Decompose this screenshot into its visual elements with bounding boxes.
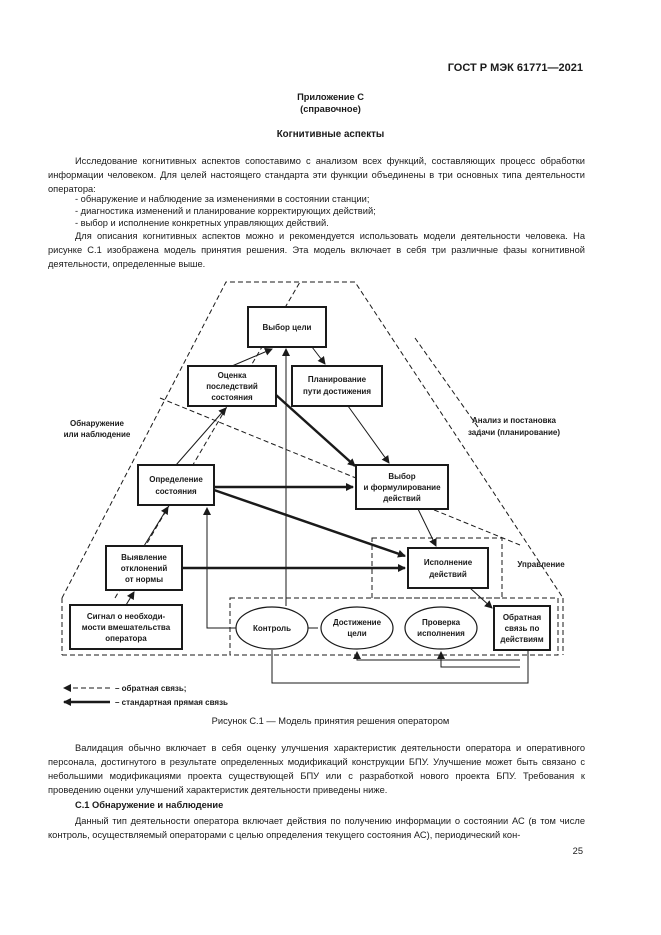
side-label-management: Управление xyxy=(517,560,565,569)
dashed-line xyxy=(159,397,521,546)
arrow-line xyxy=(437,651,520,668)
arrow-line xyxy=(469,587,493,609)
select-box: Выбор и формулирование действий xyxy=(355,464,449,510)
execute-box-label: Исполнение xyxy=(424,558,473,567)
arrow-line xyxy=(271,650,529,684)
signal-box: Сигнал о необходи- мости вмешательства о… xyxy=(69,604,183,650)
achieve-oval-label: цели xyxy=(347,629,366,638)
arrow-line xyxy=(311,346,326,365)
detect-box-label: отклонений xyxy=(121,564,168,573)
arrow-line xyxy=(143,506,169,547)
goal-box-label: Выбор цели xyxy=(263,323,312,332)
legend-direct-label: – стандартная прямая связь xyxy=(115,698,228,707)
check-oval-label: Проверка xyxy=(422,618,461,627)
assess-box-label: последствий xyxy=(206,382,258,391)
feedback-box-label: Обратная xyxy=(503,613,542,622)
arrow-line xyxy=(353,651,520,661)
bullet-item: - обнаружение и наблюдение за изменениям… xyxy=(75,194,370,204)
select-box-label: и формулирование xyxy=(363,483,441,492)
goal-box: Выбор цели xyxy=(247,306,327,348)
select-box-label: действий xyxy=(383,494,421,503)
control-region xyxy=(229,597,559,656)
achieve-oval: Достижение цели xyxy=(320,606,394,650)
define-box-label: состояния xyxy=(155,487,197,496)
dashed-line xyxy=(414,337,481,431)
legend: – обратная связь; – стандартная прямая с… xyxy=(63,684,228,707)
select-box-label: Выбор xyxy=(388,472,415,481)
document-code: ГОСТ Р МЭК 61771—2021 xyxy=(447,62,583,74)
execute-box: Исполнение действий xyxy=(407,547,489,589)
assess-box-label: состояния xyxy=(211,393,253,402)
page-number: 25 xyxy=(572,846,583,856)
execute-box-label: действий xyxy=(429,570,467,579)
plan-box: Планирование пути достижения xyxy=(291,365,383,407)
validation-paragraph: Валидация обычно включает в себя оценку … xyxy=(48,743,585,795)
feedback-box-label: связь по xyxy=(505,624,540,633)
appendix-subtitle: (справочное) xyxy=(300,104,361,114)
define-box: Определение состояния xyxy=(137,464,215,506)
detect-box-label: от нормы xyxy=(125,575,163,584)
assess-box: Оценка последствий состояния xyxy=(187,365,277,407)
arrow-line xyxy=(231,348,273,367)
legend-feedback-label: – обратная связь; xyxy=(115,684,186,693)
figure-caption: Рисунок С.1 — Модель принятия решения оп… xyxy=(211,716,450,726)
intro-paragraph-2: Для описания когнитивных аспектов можно … xyxy=(48,231,585,269)
subsection-title: С.1 Обнаружение и наблюдение xyxy=(75,800,224,810)
arrow-line xyxy=(275,394,356,467)
plan-box-label: пути достижения xyxy=(303,387,371,396)
signal-box-label: мости вмешательства xyxy=(82,623,171,632)
side-label-analysis: Анализ и постановка xyxy=(472,416,556,425)
achieve-oval-label: Достижение xyxy=(333,618,382,627)
appendix-title: Приложение С xyxy=(297,92,364,102)
check-oval-label: исполнения xyxy=(417,629,465,638)
arrow-line xyxy=(203,507,236,629)
side-label-detection: или наблюдение xyxy=(64,430,131,439)
side-label-detection: Обнаружение xyxy=(70,419,125,428)
bullet-item: - выбор и исполнение конкретных управляю… xyxy=(75,218,329,228)
intro-paragraph: Исследование когнитивных аспектов сопост… xyxy=(48,156,585,194)
subsection-text: Данный тип деятельности оператора включа… xyxy=(48,816,585,840)
arrow-line xyxy=(417,508,437,547)
management-region xyxy=(371,537,503,599)
arrow-line xyxy=(175,407,227,466)
detect-box: Выявление отклонений от нормы xyxy=(105,545,183,591)
plan-box-label: Планирование xyxy=(308,375,367,384)
control-oval: Контроль xyxy=(235,606,309,650)
signal-box-label: Сигнал о необходи- xyxy=(87,612,166,621)
section-title: Когнитивные аспекты xyxy=(276,129,385,140)
feedback-box: Обратная связь по действиям xyxy=(493,605,551,651)
arrow-line xyxy=(125,591,135,606)
assess-box-label: Оценка xyxy=(218,371,247,380)
define-box-label: Определение xyxy=(149,475,203,484)
detect-box-label: Выявление xyxy=(121,553,167,562)
phase-triangle-outline xyxy=(61,281,564,599)
check-oval: Проверка исполнения xyxy=(404,606,478,650)
side-label-analysis: задачи (планирование) xyxy=(468,428,560,437)
bullet-item: - диагностика изменений и планирование к… xyxy=(75,206,376,216)
feedback-box-label: действиям xyxy=(500,635,543,644)
arrow-line xyxy=(213,488,406,558)
arrow-line xyxy=(347,405,390,464)
decision-model-figure: Выбор цели Оценка последствий состояния … xyxy=(61,281,565,707)
control-oval-label: Контроль xyxy=(253,624,291,633)
signal-box-label: оператора xyxy=(105,634,147,643)
